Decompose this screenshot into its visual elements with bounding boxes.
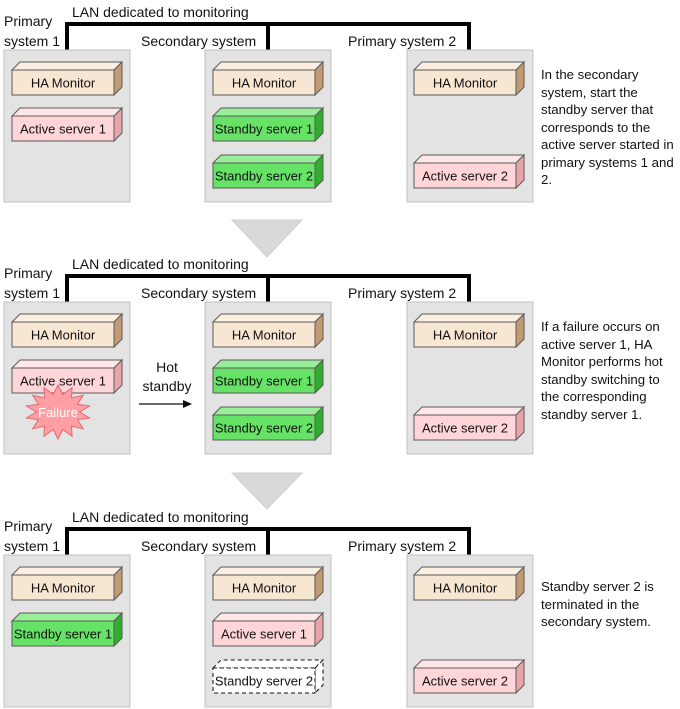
primary-system-1-ha-monitor-0: HA Monitor [10,60,124,97]
primary-system-2-ha-monitor-0: HA Monitor [412,60,526,97]
secondary-system-standby-server-2-label: Standby server 2 [215,421,313,436]
primary-system-2-active-server-1: Active server 2 [412,153,526,190]
secondary-system-terminated-server-2: Standby server 2 [211,658,325,695]
primary-system-1-label: Primary [4,13,52,29]
secondary-system-label: Secondary system [141,538,256,554]
secondary-system-ha-monitor-0-label: HA Monitor [232,581,297,596]
primary-system-2-ha-monitor-0: HA Monitor [412,565,526,602]
secondary-system-active-server-1-label: Active server 1 [221,627,307,642]
primary-system-1-standby-server-1: Standby server 1 [10,611,124,648]
primary-system-1-label-line2: system 1 [4,538,60,554]
primary-system-1-ha-monitor-0-label: HA Monitor [31,328,96,343]
primary-system-2-label: Primary system 2 [348,285,456,301]
transition-arrow-2 [230,472,304,510]
panel-1-description: In the secondary system, start the stand… [541,67,674,187]
secondary-system-ha-monitor-0-label: HA Monitor [232,328,297,343]
primary-system-1-ha-monitor-0: HA Monitor [10,565,124,602]
primary-system-2-active-server-1-label: Active server 2 [422,674,508,689]
primary-system-2-ha-monitor-0: HA Monitor [412,312,526,349]
primary-system-1-ha-monitor-0-label: HA Monitor [31,76,96,91]
lan-label: LAN dedicated to monitoring [72,4,249,20]
primary-system-2-active-server-1: Active server 2 [412,405,526,442]
hot-standby-label: Hot [156,359,178,375]
panel-3-description: Standby server 2 is terminated in the se… [541,579,654,629]
secondary-system-standby-server-2: Standby server 2 [211,405,325,442]
secondary-system-label: Secondary system [141,285,256,301]
primary-system-1-label-line2: system 1 [4,33,60,49]
lan-label: LAN dedicated to monitoring [72,256,249,272]
primary-system-1-label: Primary [4,518,52,534]
secondary-system-standby-server-1-label: Standby server 1 [215,374,313,389]
primary-system-2-label: Primary system 2 [348,33,456,49]
secondary-system-standby-server-1: Standby server 1 [211,106,325,143]
monitoring-lan-line [65,527,471,557]
primary-system-1-active-server-1-label: Active server 1 [20,374,106,389]
transition-arrow-1 [230,219,304,258]
failure-label: Failure [38,405,78,420]
secondary-system-standby-server-1: Standby server 1 [211,358,325,395]
primary-system-2-ha-monitor-0-label: HA Monitor [433,328,498,343]
primary-system-1-standby-server-1-label: Standby server 1 [14,627,112,642]
primary-system-1-active-server-1-label: Active server 1 [20,122,106,137]
failure-burst: Failure [24,383,92,441]
monitoring-lan-line [65,22,471,52]
primary-system-2-ha-monitor-0-label: HA Monitor [433,581,498,596]
primary-system-1-label-line2: system 1 [4,285,60,301]
monitoring-lan-line [65,274,471,304]
primary-system-2-active-server-1-label: Active server 2 [422,421,508,436]
primary-system-2-label: Primary system 2 [348,538,456,554]
primary-system-1-active-server-1: Active server 1 [10,106,124,143]
secondary-system-ha-monitor-0: HA Monitor [211,60,325,97]
primary-system-2-active-server-1: Active server 2 [412,658,526,695]
hot-standby-arrowhead [183,400,192,408]
primary-system-1-label: Primary [4,265,52,281]
secondary-system-label: Secondary system [141,33,256,49]
hot-standby-label-line2: standby [142,378,191,394]
primary-system-1-active-server-1: Active server 1 [10,358,124,395]
secondary-system-terminated-server-2-label: Standby server 2 [215,674,313,689]
primary-system-2-active-server-1-label: Active server 2 [422,169,508,184]
secondary-system-standby-server-2-label: Standby server 2 [215,169,313,184]
panel-2-description: If a failure occurs on active server 1, … [541,319,663,422]
secondary-system-standby-server-1-label: Standby server 1 [215,122,313,137]
secondary-system-ha-monitor-0: HA Monitor [211,565,325,602]
secondary-system-active-server-1: Active server 1 [211,611,325,648]
primary-system-2-ha-monitor-0-label: HA Monitor [433,76,498,91]
primary-system-1-ha-monitor-0: HA Monitor [10,312,124,349]
lan-label: LAN dedicated to monitoring [72,509,249,525]
primary-system-1-ha-monitor-0-label: HA Monitor [31,581,96,596]
secondary-system-ha-monitor-0: HA Monitor [211,312,325,349]
secondary-system-ha-monitor-0-label: HA Monitor [232,76,297,91]
secondary-system-standby-server-2: Standby server 2 [211,153,325,190]
